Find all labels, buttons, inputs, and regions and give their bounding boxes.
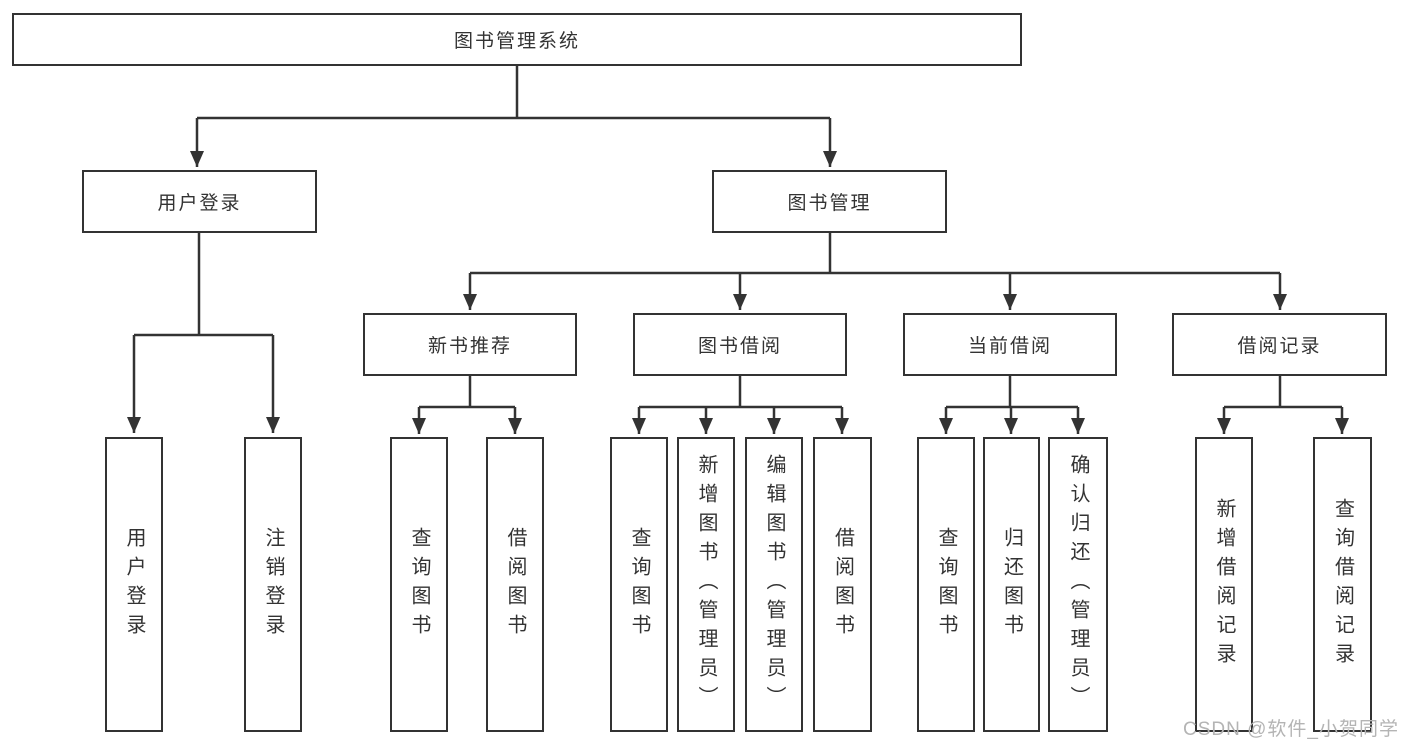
node-current-borrow: 当前借阅 xyxy=(903,313,1117,376)
node-book-borrow: 图书借阅 xyxy=(633,313,847,376)
leaf-label: 注销登录 xyxy=(262,526,284,643)
leaf-label: 查询图书 xyxy=(408,526,430,643)
leaf-user-login: 用户登录 xyxy=(105,437,163,732)
leaf-label: 借阅图书 xyxy=(831,526,854,643)
leaf-label: 查询图书 xyxy=(935,526,957,643)
leaf-query-books-borrow: 查询图书 xyxy=(610,437,668,732)
leaf-label: 查询借阅记录 xyxy=(1331,497,1354,672)
leaf-label: 新增借阅记录 xyxy=(1213,497,1235,672)
leaf-query-borrow-record: 查询借阅记录 xyxy=(1313,437,1372,732)
leaf-label: 确认归还（管理员） xyxy=(1067,454,1089,715)
leaf-borrow-books-2: 借阅图书 xyxy=(813,437,872,732)
leaf-query-books-current: 查询图书 xyxy=(917,437,975,732)
leaf-edit-book-admin: 编辑图书（管理员） xyxy=(745,437,803,732)
leaf-label: 编辑图书（管理员） xyxy=(763,454,785,715)
leaf-label: 用户登录 xyxy=(123,526,145,643)
leaf-confirm-return-admin: 确认归还（管理员） xyxy=(1048,437,1108,732)
node-new-book-recommend: 新书推荐 xyxy=(363,313,577,376)
leaf-add-book-admin: 新增图书（管理员） xyxy=(677,437,735,732)
leaf-label: 归还图书 xyxy=(1000,526,1023,643)
leaf-logout: 注销登录 xyxy=(244,437,302,732)
leaf-label: 查询图书 xyxy=(628,526,650,643)
leaf-return-book: 归还图书 xyxy=(983,437,1040,732)
node-borrow-records: 借阅记录 xyxy=(1172,313,1387,376)
leaf-query-books-recommend: 查询图书 xyxy=(390,437,448,732)
leaf-add-borrow-record: 新增借阅记录 xyxy=(1195,437,1253,732)
csdn-watermark: CSDN @软件_小贺同学 xyxy=(1183,719,1399,740)
leaf-label: 借阅图书 xyxy=(504,526,526,643)
node-user-login: 用户登录 xyxy=(82,170,317,233)
leaf-label: 新增图书（管理员） xyxy=(695,454,717,715)
node-book-management: 图书管理 xyxy=(712,170,947,233)
node-library-management-system: 图书管理系统 xyxy=(12,13,1022,66)
leaf-borrow-books-recommend: 借阅图书 xyxy=(486,437,544,732)
